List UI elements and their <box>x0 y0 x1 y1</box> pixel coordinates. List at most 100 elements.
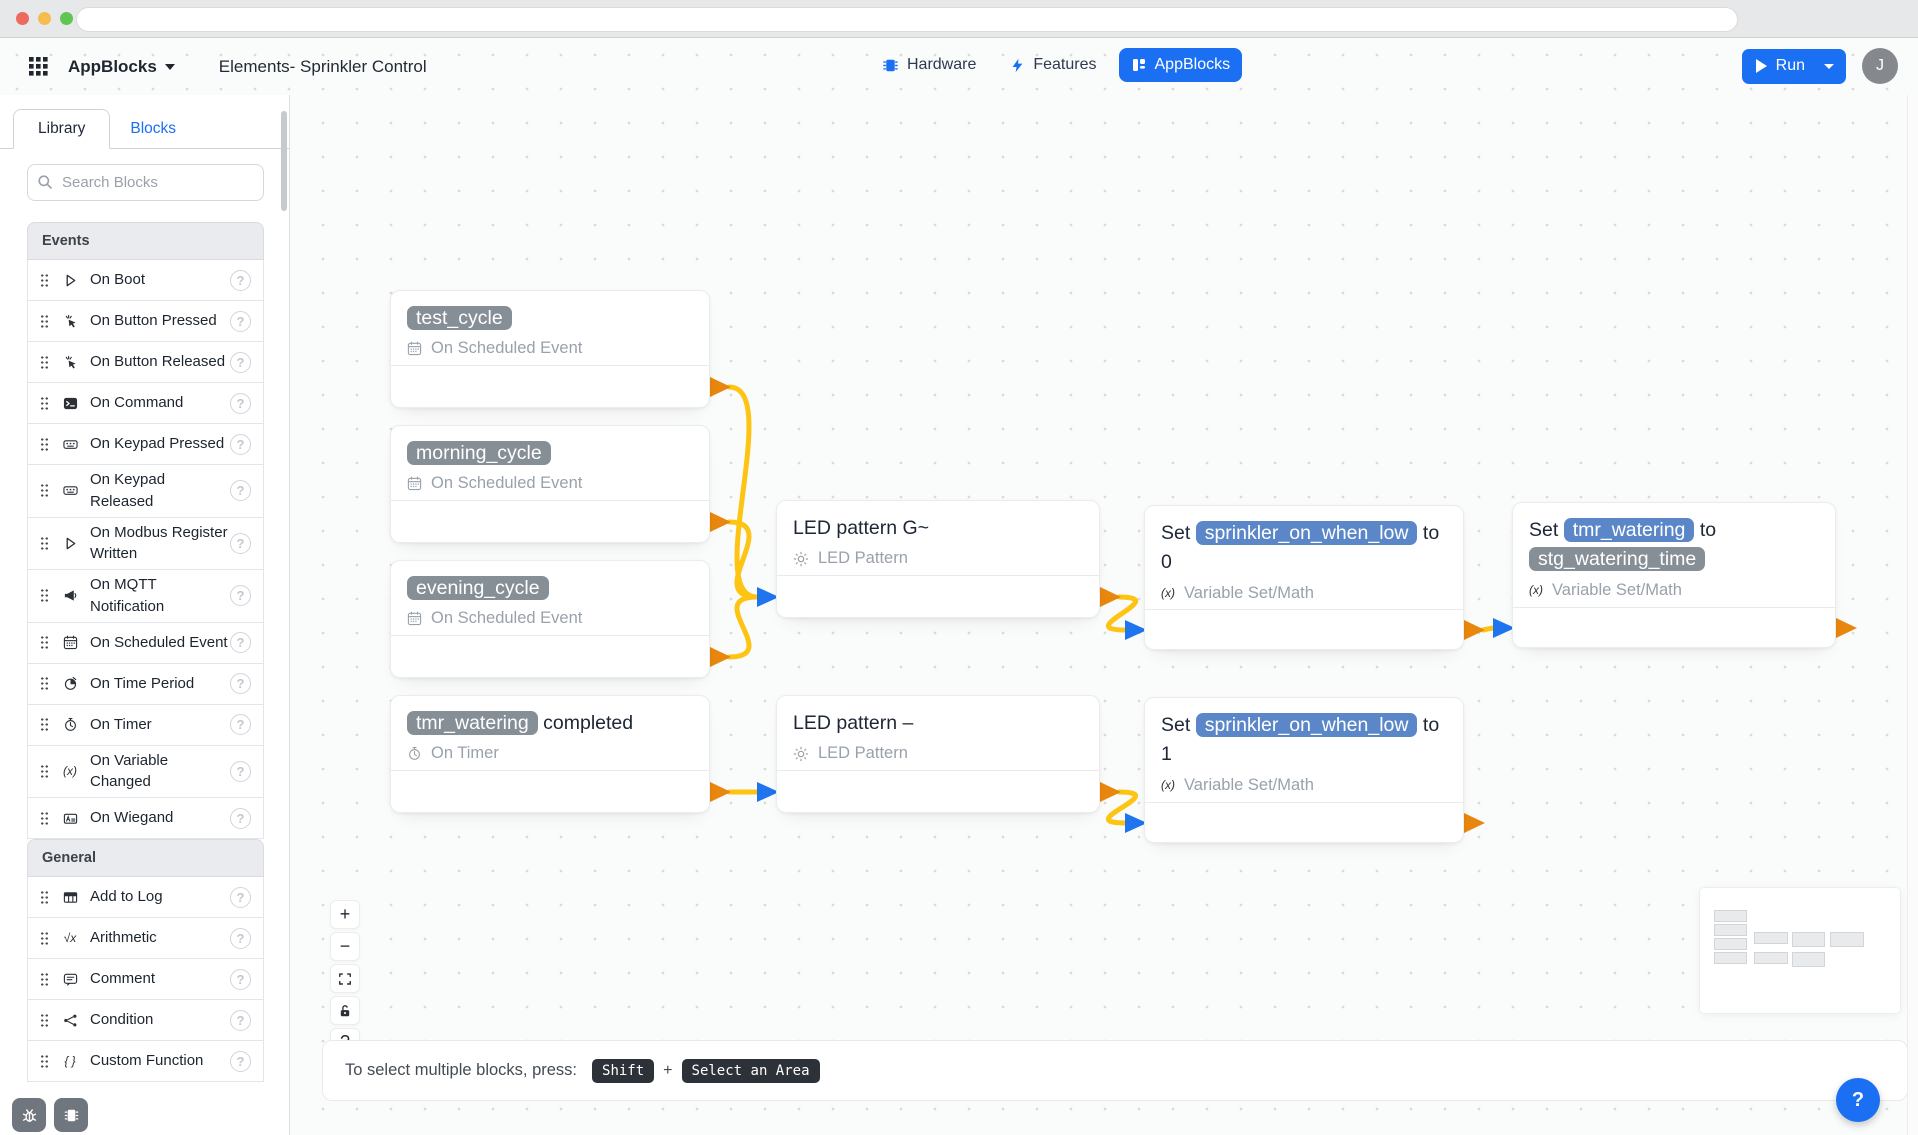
item-help-icon[interactable]: ? <box>230 673 251 694</box>
library-item-on-scheduled-event[interactable]: On Scheduled Event? <box>27 622 264 664</box>
zoom-window-button[interactable] <box>60 12 73 25</box>
library-item-on-boot[interactable]: On Boot? <box>27 260 264 301</box>
tab-features[interactable]: Features <box>998 48 1108 82</box>
item-help-icon[interactable]: ? <box>230 585 251 607</box>
item-help-icon[interactable]: ? <box>230 927 251 949</box>
library-item-add-to-log[interactable]: Add to Log? <box>27 877 264 918</box>
drag-handle-icon[interactable] <box>40 354 49 370</box>
block-led_minus[interactable]: LED pattern –LED Pattern <box>776 695 1100 813</box>
output-port-set_tmr[interactable] <box>1836 618 1857 638</box>
zoom-in-button[interactable]: + <box>330 900 360 929</box>
item-help-icon[interactable]: ? <box>230 714 251 735</box>
library-item-on-mqtt-notification[interactable]: On MQTT Notification? <box>27 570 264 623</box>
avatar[interactable]: J <box>1862 48 1898 84</box>
item-help-icon[interactable]: ? <box>230 886 251 908</box>
drag-handle-icon[interactable] <box>40 971 49 987</box>
drag-handle-icon[interactable] <box>40 395 49 411</box>
drag-handle-icon[interactable] <box>40 717 49 732</box>
drag-handle-icon[interactable] <box>40 1012 49 1028</box>
item-help-icon[interactable]: ? <box>230 532 251 554</box>
item-help-icon[interactable]: ? <box>230 269 251 291</box>
drag-handle-icon[interactable] <box>40 588 49 604</box>
item-help-icon[interactable]: ? <box>230 968 251 990</box>
sidebar-tab-library[interactable]: Library <box>13 109 111 149</box>
drag-handle-icon[interactable] <box>40 676 49 691</box>
library-item-on-keypad-pressed[interactable]: On Keypad Pressed? <box>27 424 264 465</box>
tab-hardware[interactable]: Hardware <box>870 48 988 82</box>
drag-handle-icon[interactable] <box>40 313 49 329</box>
run-options-chevron-icon[interactable] <box>1824 63 1834 69</box>
library-item-on-timer[interactable]: On Timer? <box>27 704 264 746</box>
item-help-icon[interactable]: ? <box>230 632 251 653</box>
sidebar-scrollbar[interactable] <box>281 111 287 211</box>
input-port-set0[interactable] <box>1125 620 1147 640</box>
input-port-set1[interactable] <box>1125 813 1147 833</box>
drag-handle-icon[interactable] <box>40 889 49 905</box>
drag-handle-icon[interactable] <box>40 930 49 946</box>
library-item-on-command[interactable]: On Command? <box>27 383 264 424</box>
input-port-set_tmr[interactable] <box>1493 618 1515 638</box>
input-port-led_minus[interactable] <box>757 782 779 802</box>
item-help-icon[interactable]: ? <box>230 1009 251 1031</box>
drag-handle-icon[interactable] <box>40 635 49 650</box>
close-window-button[interactable] <box>16 12 29 25</box>
drag-handle-icon[interactable] <box>40 763 49 779</box>
item-help-icon[interactable]: ? <box>230 760 251 782</box>
tab-appblocks[interactable]: AppBlocks <box>1118 48 1243 82</box>
drag-handle-icon[interactable] <box>40 810 49 826</box>
item-help-icon[interactable]: ? <box>230 433 251 455</box>
minimize-window-button[interactable] <box>38 12 51 25</box>
run-button[interactable]: Run <box>1741 48 1846 84</box>
fit-view-button[interactable] <box>330 964 360 993</box>
library-item-on-wiegand[interactable]: On Wiegand? <box>27 798 264 839</box>
apps-grid-icon[interactable] <box>26 55 50 79</box>
item-help-icon[interactable]: ? <box>230 1050 251 1072</box>
library-item-on-time-period[interactable]: On Time Period? <box>27 663 264 705</box>
output-port-set0[interactable] <box>1464 620 1485 640</box>
item-help-icon[interactable]: ? <box>230 392 251 414</box>
item-help-icon[interactable]: ? <box>230 351 251 373</box>
drag-handle-icon[interactable] <box>40 483 49 499</box>
minimap[interactable] <box>1700 888 1900 1013</box>
block-set_tmr[interactable]: Set tmr_watering to stg_watering_time(x)… <box>1512 502 1836 648</box>
library-item-on-button-pressed[interactable]: On Button Pressed? <box>27 301 264 342</box>
library-item-on-button-released[interactable]: On Button Released? <box>27 342 264 383</box>
page-scrollbar[interactable] <box>1907 95 1918 1135</box>
output-port-set1[interactable] <box>1464 813 1485 833</box>
drag-handle-icon[interactable] <box>40 272 49 288</box>
output-port-led_minus[interactable] <box>1100 782 1121 802</box>
output-port-evening_cycle[interactable] <box>710 647 731 667</box>
library-item-on-modbus-register-written[interactable]: On Modbus Register Written? <box>27 517 264 570</box>
library-item-on-keypad-released[interactable]: On Keypad Released? <box>27 465 264 518</box>
drag-handle-icon[interactable] <box>40 535 49 551</box>
debug-button[interactable] <box>12 1098 46 1132</box>
input-port-led_g[interactable] <box>757 587 779 607</box>
lock-button[interactable] <box>330 996 360 1025</box>
library-item-on-variable-changed[interactable]: (x)On Variable Changed? <box>27 745 264 798</box>
block-set0[interactable]: Set sprinkler_on_when_low to 0(x)Variabl… <box>1144 505 1464 650</box>
output-port-test_cycle[interactable] <box>710 377 731 397</box>
item-help-icon[interactable]: ? <box>230 310 251 332</box>
help-button[interactable]: ? <box>1836 1078 1880 1122</box>
item-help-icon[interactable]: ? <box>230 480 251 502</box>
drag-handle-icon[interactable] <box>40 1053 49 1069</box>
sidebar-tab-blocks[interactable]: Blocks <box>130 120 177 137</box>
output-port-tmr_watering[interactable] <box>710 782 731 802</box>
search-input[interactable] <box>27 164 264 201</box>
library-item-condition[interactable]: Condition? <box>27 1000 264 1041</box>
app-menu-dropdown[interactable]: AppBlocks <box>68 57 175 77</box>
output-port-led_g[interactable] <box>1100 587 1121 607</box>
item-help-icon[interactable]: ? <box>230 807 251 829</box>
device-button[interactable] <box>54 1098 88 1132</box>
browser-address-bar[interactable] <box>76 7 1738 32</box>
block-led_g[interactable]: LED pattern G~LED Pattern <box>776 500 1100 618</box>
output-port-morning_cycle[interactable] <box>710 512 731 532</box>
library-item-custom-function[interactable]: { }Custom Function? <box>27 1041 264 1082</box>
drag-handle-icon[interactable] <box>40 436 49 452</box>
